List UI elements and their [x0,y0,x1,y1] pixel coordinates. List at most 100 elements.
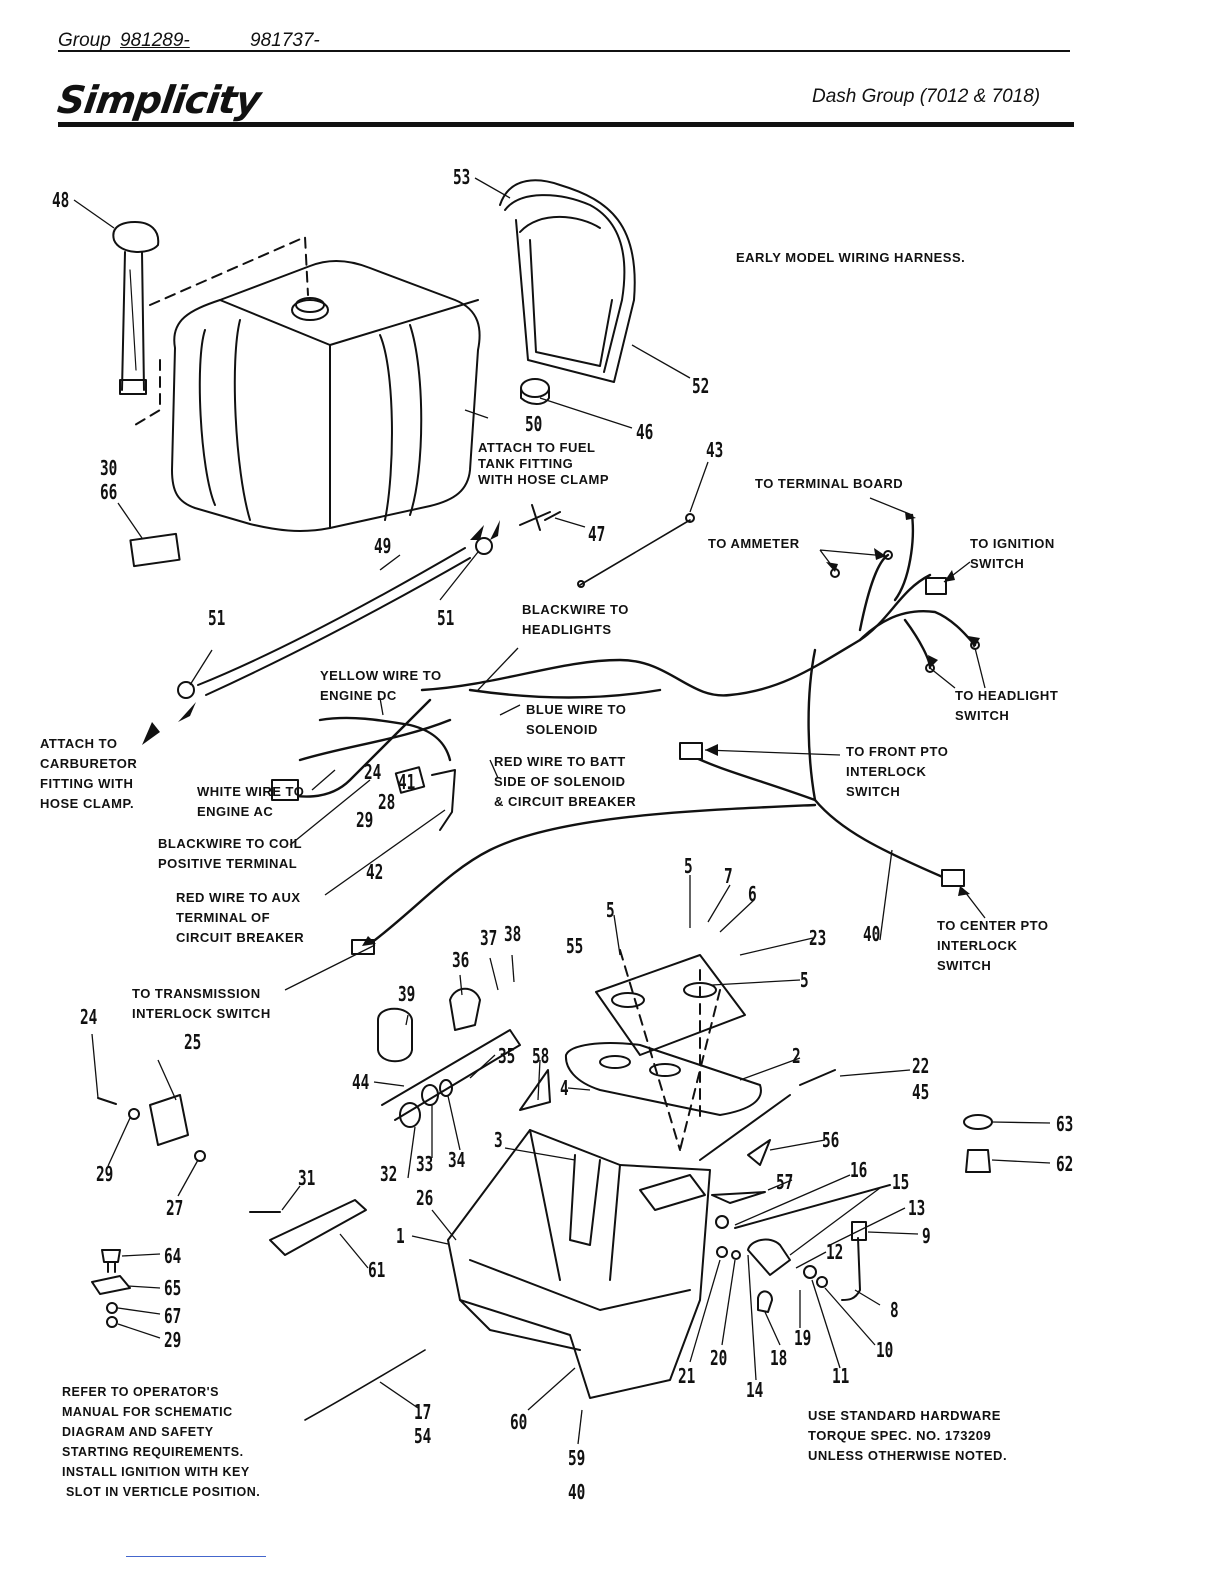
group-number-2: 981737- [250,30,320,51]
part-46: 46 [636,420,654,444]
footer-link-underline [126,1556,266,1557]
part-27: 27 [166,1196,184,1220]
part-52: 52 [692,374,710,398]
part-4: 4 [560,1076,569,1100]
part-47: 47 [588,522,606,546]
tank-bracket-strap [499,179,636,383]
fuel-cap-gauge [112,221,160,395]
part-37: 37 [480,926,498,950]
part-18: 18 [770,1346,788,1370]
part-56: 56 [822,1128,840,1152]
part-28: 28 [378,790,396,814]
part-53: 53 [453,165,471,189]
label-black-coil: BLACKWIRE TO COIL POSITIVE TERMINAL [158,836,303,871]
part-51-right: 51 [437,606,455,630]
label-center-pto: TO CENTER PTO INTERLOCK SWITCH [937,918,1049,973]
part-14: 14 [746,1378,764,1402]
part-32: 32 [380,1162,398,1186]
fuel-tank [171,260,481,532]
label-headlight-switch: TO HEADLIGHT SWITCH [955,688,1059,723]
part-49: 49 [374,534,392,558]
part-8: 8 [890,1298,899,1322]
dash-housing [447,1129,711,1399]
group-label: Group [58,30,111,51]
part-7: 7 [724,864,733,888]
part-48: 48 [52,188,70,212]
part-30: 30 [100,456,118,480]
part-11: 11 [832,1364,850,1388]
part-65: 65 [164,1276,182,1300]
wiring-harness [268,513,977,942]
group-number-1: 981289- [120,30,190,51]
part-29-upper: 29 [356,808,374,832]
part-2: 2 [792,1044,801,1068]
part-29-mid: 29 [96,1162,114,1186]
part-40-bottom: 40 [568,1480,586,1504]
label-carb-fitting: ATTACH TO CARBURETOR FITTING WITH HOSE C… [40,736,138,811]
header-thick-rule [58,122,1074,127]
part-42: 42 [366,860,384,884]
part-63: 63 [1056,1112,1074,1136]
part-31: 31 [298,1166,316,1190]
part-55: 55 [566,934,584,958]
label-black-headlights: BLACKWIRE TO HEADLIGHTS [522,602,629,637]
label-red-batt: RED WIRE TO BATT SIDE OF SOLENOID & CIRC… [494,754,637,809]
part-5-top: 5 [684,854,693,878]
part-26: 26 [416,1186,434,1210]
note-torque: USE STANDARD HARDWARE TORQUE SPEC. NO. 1… [808,1408,1008,1463]
part-43: 43 [706,438,724,462]
label-front-pto: TO FRONT PTO INTERLOCK SWITCH [846,744,949,799]
part-34: 34 [448,1148,466,1172]
part-59: 59 [568,1446,586,1470]
part-54: 54 [414,1424,432,1448]
part-19: 19 [794,1326,812,1350]
label-red-aux: RED WIRE TO AUX TERMINAL OF CIRCUIT BREA… [176,890,305,945]
part-60: 60 [510,1410,528,1434]
part-50: 50 [525,412,543,436]
part-22: 22 [912,1054,930,1078]
part-51-left: 51 [208,606,226,630]
part-40-harness: 40 [863,922,881,946]
part-41: 41 [398,770,416,794]
label-blue-solenoid: BLUE WIRE TO SOLENOID [526,702,627,737]
part-17: 17 [414,1400,432,1424]
part-13: 13 [908,1196,926,1220]
part-45: 45 [912,1080,930,1104]
part-20: 20 [710,1346,728,1370]
part-5-left: 5 [606,898,615,922]
part-1: 1 [396,1224,405,1248]
part-21: 21 [678,1364,696,1388]
label-fuel-fitting: ATTACH TO FUEL TANK FITTING WITH HOSE CL… [478,440,609,487]
part-25: 25 [184,1030,202,1054]
note-schematic: REFER TO OPERATOR'S MANUAL FOR SCHEMATIC… [62,1385,261,1499]
part-24-upper: 24 [364,760,382,784]
part-12: 12 [826,1240,844,1264]
note-early-harness: EARLY MODEL WIRING HARNESS. [736,250,966,265]
label-white-ac: WHITE WIRE TO ENGINE AC [197,784,305,819]
part-62: 62 [1056,1152,1074,1176]
header-thin-rule [58,50,1070,52]
label-ignition-switch: TO IGNITION SWITCH [970,536,1055,571]
part-38: 38 [504,922,522,946]
part-15: 15 [892,1170,910,1194]
part-67: 67 [164,1304,182,1328]
part-23: 23 [809,926,827,950]
part-5-right: 5 [800,968,809,992]
part-3: 3 [494,1128,503,1152]
part-57: 57 [776,1170,794,1194]
part-16: 16 [850,1158,868,1182]
part-66: 66 [100,480,118,504]
part-10: 10 [876,1338,894,1362]
part-24-lower: 24 [80,1005,98,1029]
label-yellow-dc: YELLOW WIRE TO ENGINE DC [320,668,442,703]
part-64: 64 [164,1244,182,1268]
part-58: 58 [532,1044,550,1068]
part-36: 36 [452,948,470,972]
label-terminal-board: TO TERMINAL BOARD [755,476,904,491]
part-9: 9 [922,1224,931,1248]
part-39: 39 [398,982,416,1006]
part-35: 35 [498,1044,516,1068]
part-29-lower: 29 [164,1328,182,1352]
part-6: 6 [748,882,757,906]
